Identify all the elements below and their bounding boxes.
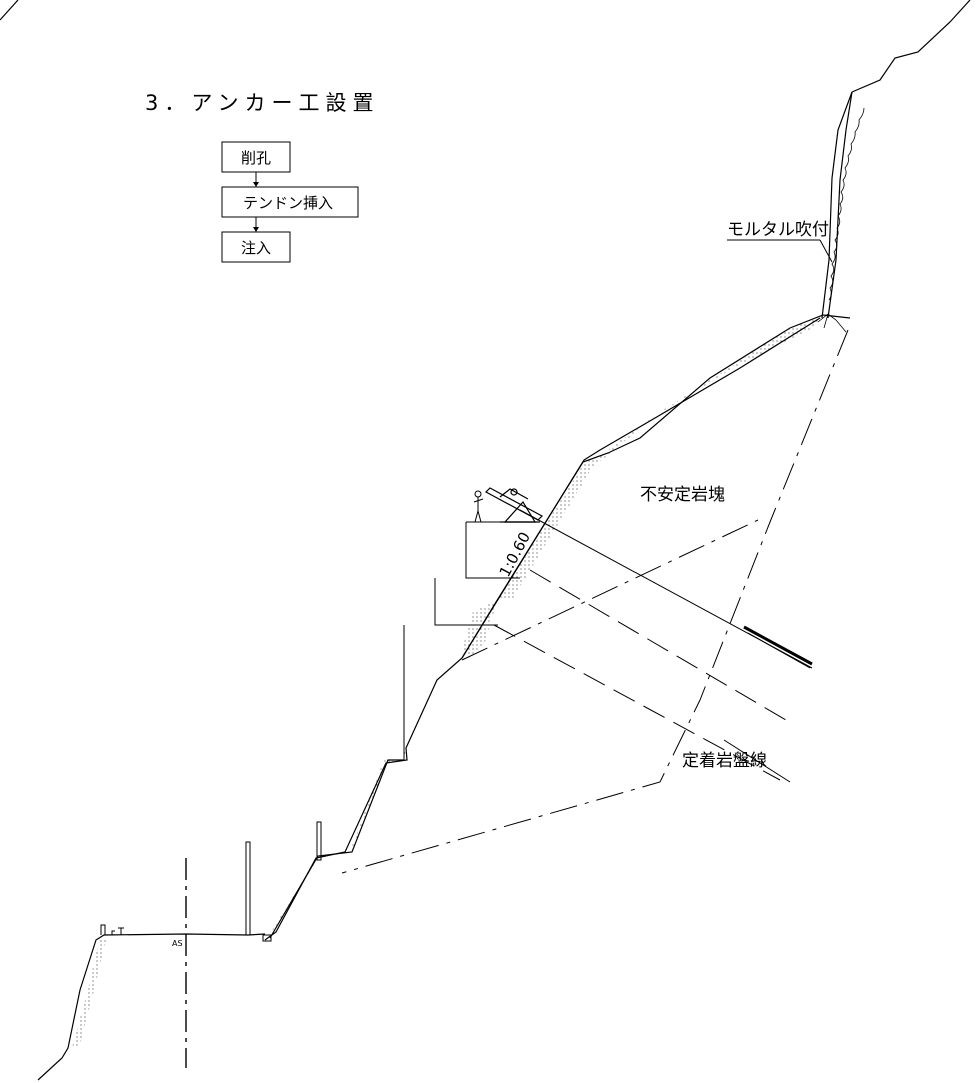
anchor-rock-label: 定着岩盤線 [682, 751, 767, 771]
soil-hatching [72, 318, 820, 1048]
mortar-texture [817, 107, 865, 333]
corner-line [0, 0, 19, 21]
post-left [245, 841, 251, 936]
anchor-line-2 [493, 624, 781, 781]
cut-face-inner [269, 759, 404, 939]
slope-surface-line [461, 317, 821, 659]
mortar-wall [821, 91, 853, 319]
process-flowchart [221, 141, 359, 263]
anchor-rock-leader [723, 739, 791, 783]
lower-left-slope [37, 933, 266, 1081]
post-right [316, 821, 322, 861]
drilling-rig [485, 487, 543, 523]
flow-step-drilling: 削孔 [241, 149, 271, 167]
unstable-block-boundary [341, 329, 849, 874]
flow-step-box-2 [221, 186, 359, 218]
flow-step-injection: 注入 [241, 239, 271, 257]
anchor-lines [493, 569, 787, 781]
platform-2 [434, 578, 498, 626]
platform-1 [465, 522, 520, 579]
posts [100, 821, 322, 942]
flow-step-tendon: テンドン挿入 [243, 194, 333, 212]
mortar-label: モルタル吹付 [727, 220, 829, 240]
worker-icon [473, 490, 484, 523]
anchor-tendon [519, 509, 813, 669]
centerline-label: AS [172, 939, 183, 948]
drawing-title: 3．アンカー工設置 [145, 91, 380, 115]
drain-box [262, 934, 272, 942]
anchor-line-1 [529, 569, 787, 721]
upper-ground [851, 0, 971, 93]
mortar-wall-inner [827, 91, 853, 319]
unstable-block-label: 不安定岩塊 [640, 485, 725, 505]
